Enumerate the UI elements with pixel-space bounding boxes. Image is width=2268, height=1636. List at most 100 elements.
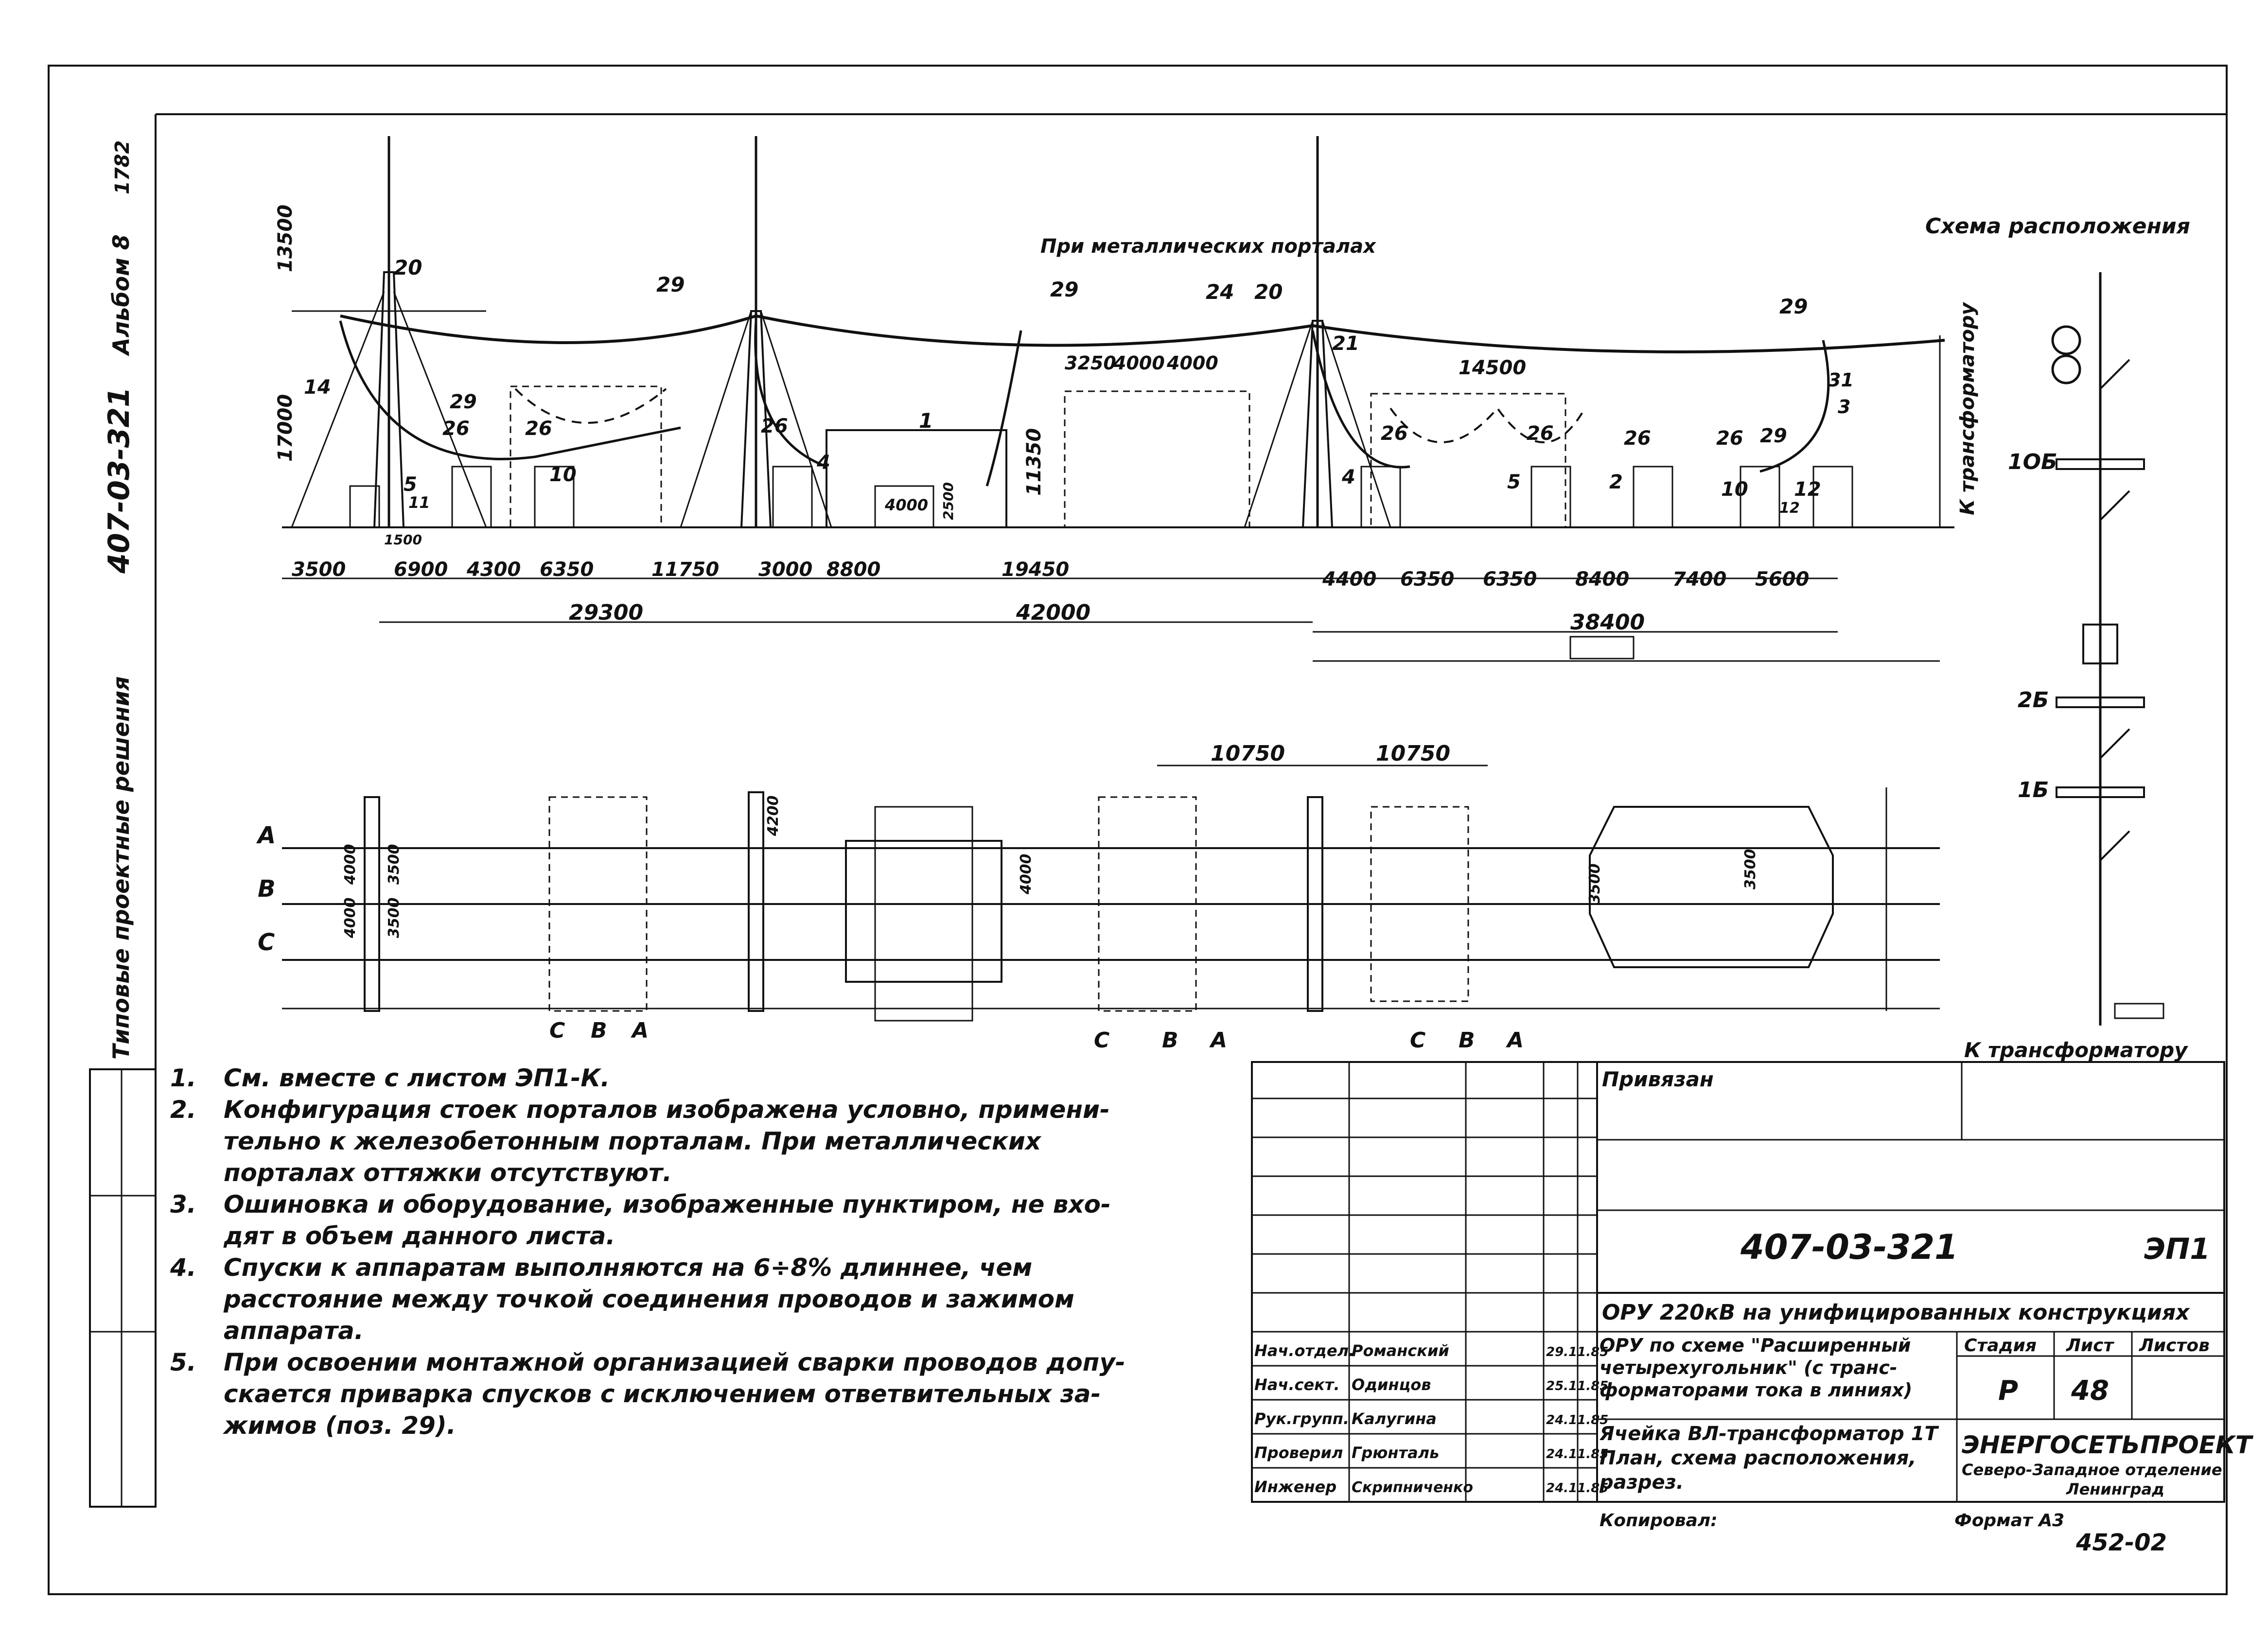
svg-text:4000: 4000 — [884, 496, 928, 514]
position-labels: 20 29 14 29 26 26 5 11 10 1 26 4 29 24 2… — [304, 256, 1854, 517]
svg-text:Инженер: Инженер — [1254, 1478, 1336, 1496]
svg-text:8800: 8800 — [826, 558, 880, 581]
svg-text:7400: 7400 — [1672, 568, 1726, 591]
sheets-label: Листов — [2139, 1336, 2210, 1356]
svg-text:5: 5 — [404, 473, 417, 496]
svg-text:29: 29 — [656, 273, 685, 296]
svg-text:C: C — [549, 1018, 565, 1043]
svg-text:1: 1 — [919, 409, 933, 433]
svg-text:1782: 1782 — [111, 140, 134, 194]
metal-portals-note: При металлических порталах — [1040, 235, 1376, 258]
svg-text:3500: 3500 — [386, 844, 403, 885]
svg-text:C: C — [1094, 1028, 1109, 1053]
svg-text:29: 29 — [1779, 295, 1808, 318]
svg-text:A: A — [1209, 1028, 1227, 1053]
sheet-description: Ячейка ВЛ-трансформатор 1Т План, схема р… — [1600, 1423, 1938, 1494]
archive-stamp: 452-02 — [2075, 1529, 2167, 1556]
svg-text:6900: 6900 — [394, 558, 448, 581]
svg-text:3500: 3500 — [1742, 849, 1759, 890]
svg-text:24.11.85: 24.11.85 — [1546, 1413, 1608, 1427]
heights: 13500 17000 11350 4000 2500 1500 — [274, 205, 1045, 548]
svg-text:Рук.групп.: Рук.групп. — [1254, 1410, 1349, 1428]
svg-text:4300: 4300 — [466, 558, 521, 581]
svg-text:4.: 4. — [170, 1253, 196, 1282]
svg-text:1500: 1500 — [384, 532, 422, 548]
portal-1 — [291, 136, 487, 528]
org-city: Ленинград — [2066, 1480, 2164, 1498]
svg-text:Конфигурация стоек порталов из: Конфигурация стоек порталов изображена у… — [224, 1096, 1110, 1124]
dims-top: 3250 4000 4000 14500 — [1065, 352, 1526, 379]
svg-text:B: B — [1459, 1028, 1475, 1053]
equipment-row — [349, 429, 1853, 528]
svg-text:25.11.85: 25.11.85 — [1546, 1379, 1608, 1393]
scheme-diagram: 1ОБ 2Б 1Б К трансформатору — [1954, 272, 2207, 1063]
svg-text:17000: 17000 — [274, 394, 297, 462]
svg-text:3500: 3500 — [386, 898, 403, 939]
svg-text:3.: 3. — [170, 1190, 196, 1218]
plan-dim-1: 10750 — [1211, 741, 1285, 766]
svg-text:11: 11 — [408, 493, 430, 512]
copied-label: Копировал: — [1600, 1511, 1718, 1531]
svg-text:8400: 8400 — [1575, 568, 1629, 591]
revision-strip — [89, 1068, 157, 1508]
svg-text:4000: 4000 — [1018, 854, 1035, 895]
to-transformer-vertical: К трансформатору — [1956, 301, 1979, 515]
svg-text:Ошиновка и оборудование, изобр: Ошиновка и оборудование, изображенные пу… — [224, 1190, 1111, 1218]
svg-text:Калугина: Калугина — [1352, 1410, 1437, 1428]
svg-text:5: 5 — [1507, 471, 1521, 493]
sheet-code: ЭП1 — [2144, 1232, 2210, 1266]
svg-text:расстояние между точкой соедин: расстояние между точкой соединения прово… — [223, 1285, 1074, 1313]
svg-text:Альбом 8: Альбом 8 — [108, 234, 134, 356]
svg-text:B: B — [1162, 1028, 1178, 1053]
svg-text:Грюнталь: Грюнталь — [1352, 1444, 1439, 1462]
svg-text:24.11.85: 24.11.85 — [1546, 1447, 1608, 1462]
svg-text:A: A — [1506, 1028, 1524, 1053]
sheet-value: 48 — [2071, 1375, 2109, 1407]
svg-text:20: 20 — [394, 256, 422, 279]
svg-text:10: 10 — [549, 464, 577, 486]
svg-text:3: 3 — [1838, 396, 1850, 418]
scheme-title: Схема расположения — [1925, 214, 2190, 239]
svg-text:дят в объем данного листа.: дят в объем данного листа. — [223, 1222, 615, 1250]
svg-text:жимов (поз. 29).: жимов (поз. 29). — [223, 1411, 456, 1440]
svg-text:26: 26 — [442, 418, 470, 440]
svg-text:4000: 4000 — [1113, 352, 1165, 374]
svg-text:Романский: Романский — [1352, 1341, 1449, 1360]
svg-text:11350: 11350 — [1023, 428, 1045, 496]
svg-text:20: 20 — [1254, 280, 1283, 304]
svg-text:См. вместе с листом ЭП1-К.: См. вместе с листом ЭП1-К. — [224, 1064, 610, 1092]
mark-2B: 2Б — [2018, 688, 2049, 713]
svg-text:4200: 4200 — [765, 796, 782, 837]
dims-totals: 29300 42000 38400 — [569, 600, 1645, 635]
svg-text:3250: 3250 — [1065, 352, 1116, 374]
phase-B: B — [258, 875, 276, 903]
svg-text:Нач.сект.: Нач.сект. — [1254, 1375, 1340, 1394]
svg-text:4000: 4000 — [342, 898, 359, 939]
svg-text:2: 2 — [1609, 471, 1623, 493]
svg-text:тельно к железобетонным портал: тельно к железобетонным порталам. При ме… — [224, 1127, 1042, 1155]
svg-text:12: 12 — [1779, 500, 1800, 517]
svg-text:26: 26 — [1381, 422, 1408, 445]
svg-text:6350: 6350 — [1483, 568, 1537, 591]
svg-text:14: 14 — [304, 376, 331, 399]
title-block: Привязан 407-03-321 ЭП1 ОРУ 220кВ на уни… — [1251, 1061, 2254, 1556]
svg-text:A: A — [631, 1018, 649, 1043]
svg-text:29.11.85: 29.11.85 — [1546, 1345, 1608, 1359]
svg-text:6350: 6350 — [540, 558, 594, 581]
svg-text:26: 26 — [1527, 422, 1554, 445]
svg-text:26: 26 — [1716, 427, 1743, 450]
to-transformer-scheme: К трансформатору — [1964, 1038, 2188, 1062]
svg-text:5.: 5. — [170, 1348, 196, 1376]
svg-text:Проверил: Проверил — [1254, 1444, 1343, 1462]
svg-text:12: 12 — [1794, 478, 1821, 501]
svg-text:2500: 2500 — [940, 482, 956, 520]
svg-text:4400: 4400 — [1322, 568, 1376, 591]
mark-1B: 1Б — [2018, 778, 2049, 802]
svg-text:24.11.85: 24.11.85 — [1546, 1481, 1608, 1496]
dims-bottom: 3500 6900 4300 6350 11750 3000 8800 1945… — [292, 558, 1809, 591]
privyazan-label: Привязан — [1602, 1067, 1714, 1091]
svg-text:29: 29 — [450, 391, 477, 413]
svg-text:13500: 13500 — [274, 205, 297, 272]
svg-text:2.: 2. — [170, 1096, 196, 1124]
svg-text:10: 10 — [1721, 478, 1748, 501]
